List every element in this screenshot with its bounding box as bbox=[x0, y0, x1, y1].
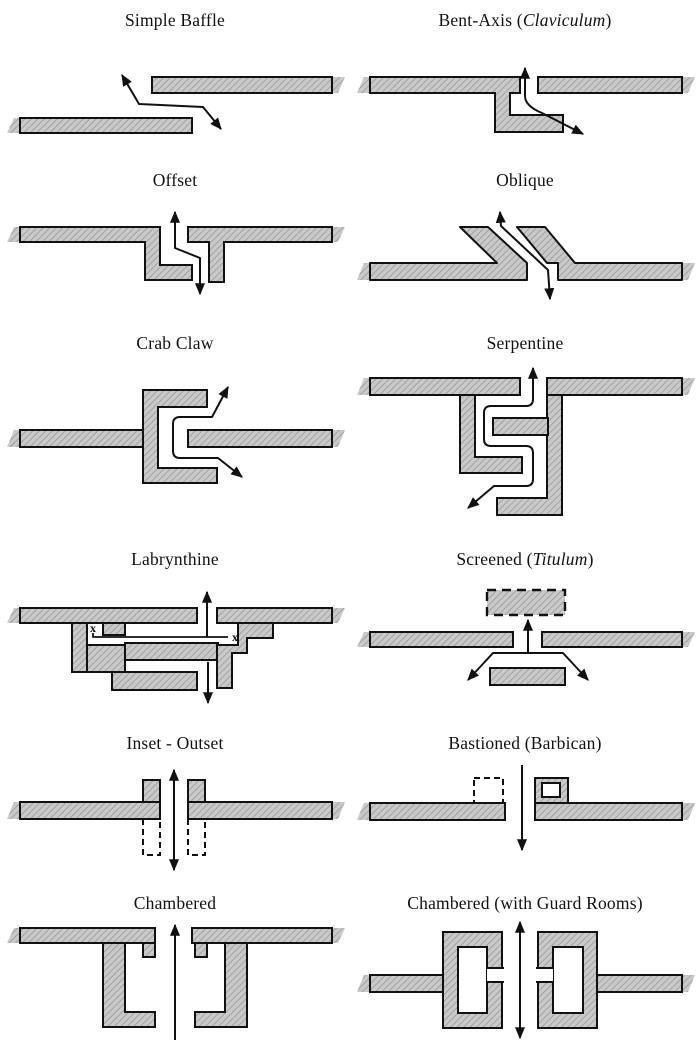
panel-screened: Screened (Titulum) bbox=[350, 535, 700, 725]
bastioned-diagram bbox=[357, 765, 695, 852]
panel-title: Chambered bbox=[133, 893, 217, 913]
dead-end-mark: x bbox=[90, 621, 96, 635]
serpentine-diagram bbox=[357, 366, 695, 516]
panel-title: Screened (Titulum) bbox=[456, 549, 594, 569]
oblique-diagram bbox=[357, 210, 695, 301]
panel-inset-outset: Inset - Outset bbox=[0, 725, 350, 880]
panel-title: Offset bbox=[152, 170, 198, 190]
labrynthine-diagram: x x bbox=[7, 590, 345, 705]
panel-title: Oblique bbox=[496, 170, 554, 190]
inset-outset-diagram bbox=[7, 768, 345, 872]
offset-diagram bbox=[7, 210, 345, 296]
panel-title: Chambered (with Guard Rooms) bbox=[407, 893, 643, 913]
dead-end-mark: x bbox=[232, 630, 238, 644]
chambered-diagram bbox=[7, 923, 345, 1040]
panel-offset: Offset bbox=[0, 160, 350, 320]
chambered-guard-rooms-diagram bbox=[357, 920, 695, 1040]
panel-title: Bastioned (Barbican) bbox=[448, 733, 602, 753]
panel-title: Crab Claw bbox=[136, 333, 214, 353]
screened-diagram bbox=[357, 588, 695, 686]
panel-oblique: Oblique bbox=[350, 160, 700, 320]
panel-title: Labrynthine bbox=[131, 549, 219, 569]
panel-bent-axis: Bent-Axis (Claviculum) bbox=[350, 0, 700, 160]
panel-chambered: Chambered bbox=[0, 880, 350, 1059]
panel-serpentine: Serpentine bbox=[350, 320, 700, 535]
crab-claw-diagram bbox=[7, 385, 345, 484]
panel-chambered-guard-rooms: Chambered (with Guard Rooms) bbox=[350, 880, 700, 1059]
panel-bastioned: Bastioned (Barbican) bbox=[350, 725, 700, 880]
panel-title: Serpentine bbox=[486, 333, 564, 353]
simple-baffle-diagram bbox=[7, 73, 345, 134]
panel-title: Bent-Axis (Claviculum) bbox=[438, 10, 612, 30]
panel-title: Simple Baffle bbox=[125, 10, 225, 30]
panel-simple-baffle: Simple Baffle bbox=[0, 0, 350, 160]
panel-title: Inset - Outset bbox=[126, 733, 224, 753]
bent-axis-diagram bbox=[357, 66, 695, 135]
panel-crab-claw: Crab Claw bbox=[0, 320, 350, 535]
panel-labrynthine: Labrynthine x x bbox=[0, 535, 350, 725]
